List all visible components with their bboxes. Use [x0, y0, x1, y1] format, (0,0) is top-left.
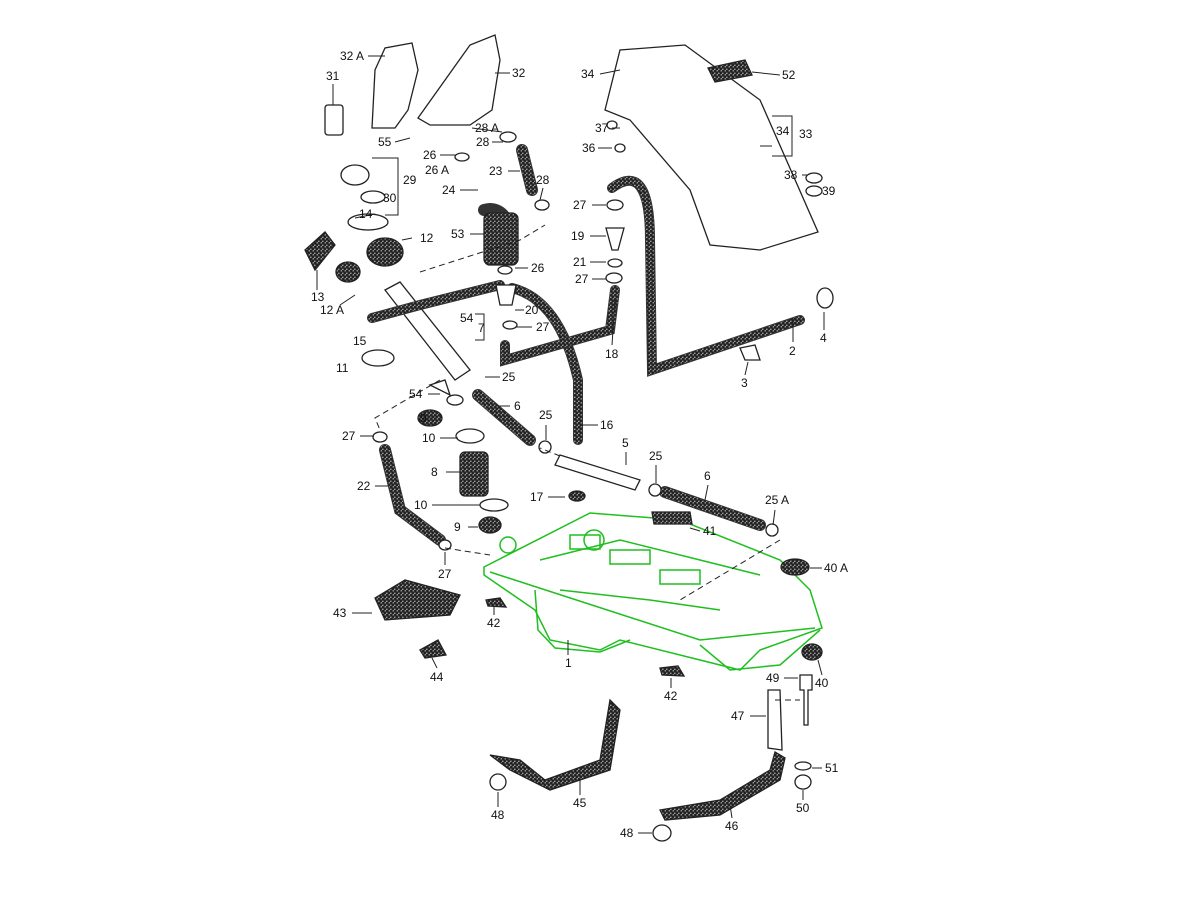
- part-label[interactable]: 34: [776, 124, 790, 138]
- part-label[interactable]: 24: [442, 183, 456, 197]
- part-label[interactable]: 15: [353, 334, 367, 348]
- part-label[interactable]: 48: [491, 808, 505, 822]
- part-label[interactable]: 37: [595, 121, 609, 135]
- part-label[interactable]: 40 A: [824, 561, 849, 575]
- part-label[interactable]: 42: [664, 689, 678, 703]
- pipe-5: [554, 454, 641, 491]
- expansion-tank: [417, 34, 501, 126]
- shield-32a: [371, 42, 419, 129]
- part-label[interactable]: 27: [342, 429, 356, 443]
- part-label[interactable]: 27: [438, 567, 452, 581]
- small-parts: [304, 104, 834, 842]
- part-label[interactable]: 25 A: [765, 493, 790, 507]
- part-label[interactable]: 32: [512, 66, 526, 80]
- part-label[interactable]: 25: [539, 408, 553, 422]
- part-label[interactable]: 9: [420, 411, 427, 425]
- part-label[interactable]: 11: [336, 361, 349, 375]
- part-label[interactable]: 19: [571, 229, 585, 243]
- part-label[interactable]: 49: [766, 671, 780, 685]
- part-label[interactable]: 42: [487, 616, 501, 630]
- cover-43: [374, 579, 461, 621]
- part-label[interactable]: 41: [703, 524, 717, 538]
- part-label[interactable]: 25: [649, 449, 663, 463]
- part-label[interactable]: 2: [789, 344, 796, 358]
- part-label[interactable]: 10: [422, 431, 436, 445]
- part-label[interactable]: 13: [311, 290, 325, 304]
- part-label[interactable]: 26 A: [425, 163, 450, 177]
- dashed-lines: [374, 224, 800, 701]
- part-label[interactable]: 25: [502, 370, 516, 384]
- part-label[interactable]: 20: [525, 303, 539, 317]
- part-label[interactable]: 33: [799, 127, 813, 141]
- part-label[interactable]: 22: [357, 479, 371, 493]
- part-label[interactable]: 26: [423, 148, 437, 162]
- hose-53: [483, 212, 519, 266]
- part-label[interactable]: 30: [383, 191, 397, 205]
- bracket-47: [767, 689, 783, 751]
- fuel-tank: [483, 512, 823, 671]
- part-label[interactable]: 31: [326, 69, 340, 83]
- part-label[interactable]: 27: [536, 320, 550, 334]
- pad-52: [707, 59, 753, 83]
- part-label[interactable]: 52: [782, 68, 796, 82]
- part-label[interactable]: 7: [478, 321, 485, 335]
- part-label[interactable]: 6: [704, 469, 711, 483]
- part-label[interactable]: 8: [431, 465, 438, 479]
- part-label[interactable]: 32 A: [340, 49, 365, 63]
- part-label[interactable]: 55: [378, 135, 392, 149]
- hose-8: [459, 451, 489, 497]
- part-label[interactable]: 28: [476, 135, 490, 149]
- part-label[interactable]: 47: [731, 709, 745, 723]
- part-label[interactable]: 23: [489, 164, 503, 178]
- pad-41: [651, 511, 693, 525]
- hoses: [367, 144, 805, 546]
- part-label[interactable]: 50: [796, 801, 810, 815]
- part-label[interactable]: 48: [620, 826, 634, 840]
- part-label[interactable]: 27: [575, 272, 589, 286]
- part-label[interactable]: 54: [460, 311, 474, 325]
- part-label[interactable]: 16: [600, 418, 614, 432]
- part-label[interactable]: 10: [414, 498, 428, 512]
- part-label[interactable]: 36: [582, 141, 596, 155]
- part-label[interactable]: 39: [822, 184, 836, 198]
- part-label[interactable]: 17: [530, 490, 544, 504]
- part-label[interactable]: 46: [725, 819, 739, 833]
- part-label[interactable]: 4: [820, 331, 827, 345]
- part-label[interactable]: 38: [784, 168, 798, 182]
- part-label[interactable]: 53: [451, 227, 465, 241]
- air-duct-34: [604, 44, 819, 251]
- part-label[interactable]: 34: [581, 67, 595, 81]
- part-label[interactable]: 5: [622, 436, 629, 450]
- leader-lines: [316, 55, 825, 834]
- part-label[interactable]: 18: [605, 347, 619, 361]
- part-label[interactable]: 1: [565, 656, 572, 670]
- part-label[interactable]: 3: [741, 376, 748, 390]
- part-label[interactable]: 51: [825, 761, 839, 775]
- part-label[interactable]: 28: [536, 173, 550, 187]
- part-label[interactable]: 21: [573, 255, 587, 269]
- part-label[interactable]: 6: [514, 399, 521, 413]
- part-label[interactable]: 12: [420, 231, 434, 245]
- part-label[interactable]: 44: [430, 670, 444, 684]
- part-label[interactable]: 29: [403, 173, 417, 187]
- part-label[interactable]: 54: [409, 387, 423, 401]
- strap-46: [659, 751, 786, 821]
- part-label[interactable]: 27: [573, 198, 587, 212]
- part-label[interactable]: 40: [815, 676, 829, 690]
- bolt-49: [799, 674, 813, 726]
- part-label[interactable]: 12 A: [320, 303, 345, 317]
- part-label[interactable]: 26: [531, 261, 545, 275]
- strap-45: [489, 698, 621, 791]
- part-label[interactable]: 14: [359, 207, 373, 221]
- part-label[interactable]: 28 A: [475, 121, 500, 135]
- part-label[interactable]: 9: [454, 520, 461, 534]
- part-label[interactable]: 43: [333, 606, 347, 620]
- part-label[interactable]: 45: [573, 796, 587, 810]
